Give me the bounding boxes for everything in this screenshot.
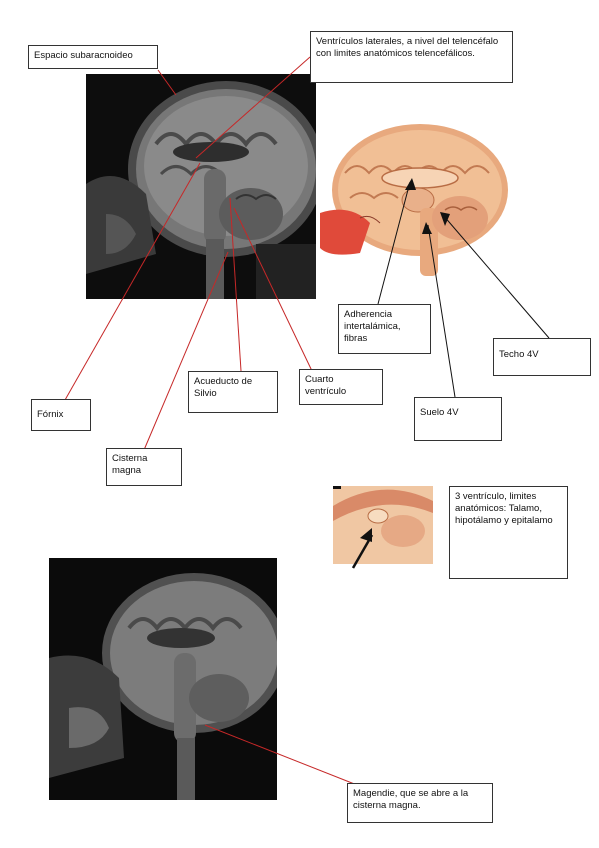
label-fornix: Fórnix — [31, 399, 91, 431]
third-ventricle-crop — [333, 486, 433, 564]
label-adherencia-intertalamica: Adherencia intertalámica, fibras — [338, 304, 431, 354]
label-acueducto-silvio: Acueducto de Silvio — [188, 371, 278, 413]
label-techo-4v: Techo 4V — [493, 338, 591, 376]
brain-illustration — [320, 118, 508, 276]
label-tercer-ventriculo: 3 ventrículo, limites anatómicos: Talamo… — [449, 486, 568, 579]
label-cuarto-ventriculo: Cuarto ventrículo — [299, 369, 383, 405]
label-suelo-4v: Suelo 4V — [414, 397, 502, 441]
label-espacio-subaracnoideo: Espacio subaracnoideo — [28, 45, 158, 69]
mri-sagittal-bottom — [49, 558, 277, 800]
label-magendie: Magendie, que se abre a la cisterna magn… — [347, 783, 493, 823]
label-ventriculos-laterales: Ventrículos laterales, a nivel del telen… — [310, 31, 513, 83]
label-cisterna-magna: Cisterna magna — [106, 448, 182, 486]
mri-sagittal-top — [86, 74, 316, 299]
